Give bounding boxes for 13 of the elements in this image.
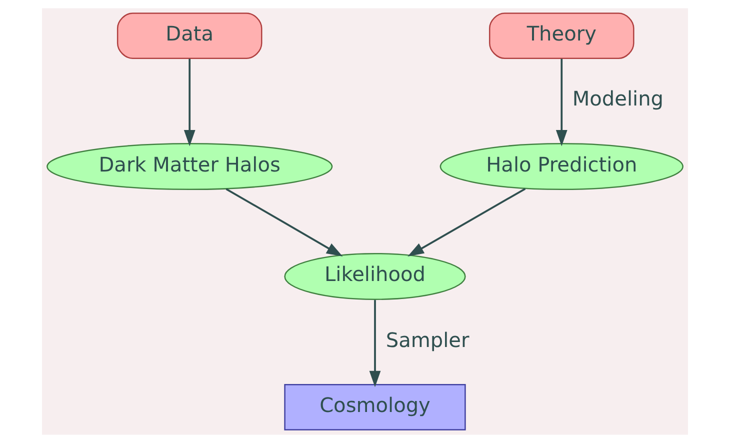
- node-box: Data: [116, 12, 262, 59]
- arrow: [183, 58, 195, 146]
- node-box: Theory: [488, 12, 634, 59]
- node-ellipse: Dark Matter Halos: [46, 143, 332, 190]
- arrow: [368, 300, 380, 388]
- arrow: [225, 188, 342, 257]
- node-ellipse: Halo Prediction: [439, 143, 683, 190]
- arrow: [407, 188, 526, 256]
- edge-label: Sampler: [385, 328, 469, 352]
- node-ellipse: Likelihood: [284, 252, 466, 300]
- node-box: Cosmology: [284, 384, 466, 430]
- arrow: [555, 58, 567, 146]
- edge-label: Modeling: [572, 86, 664, 111]
